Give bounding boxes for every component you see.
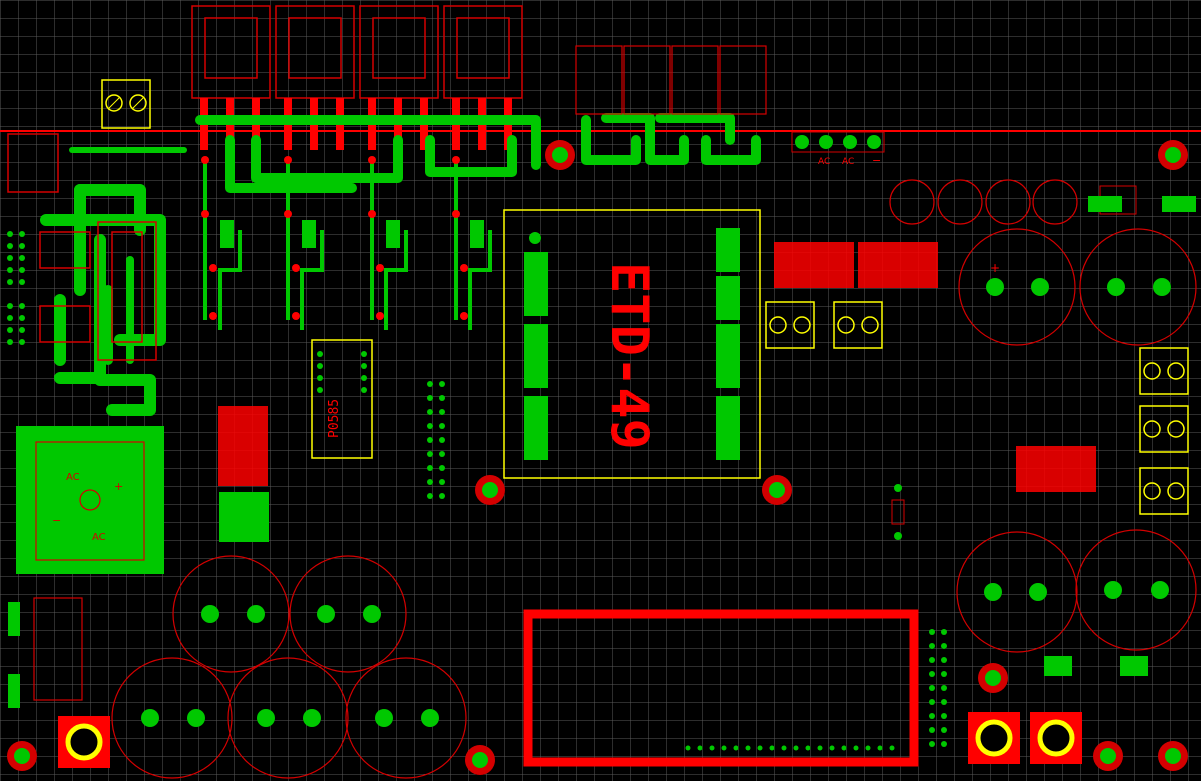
ic-label: P0585 [327, 399, 342, 438]
ac-connector: AC AC [791, 131, 885, 167]
inductors [218, 242, 1096, 492]
gate-driver-columns [201, 156, 492, 330]
mounting-holes [7, 140, 1188, 775]
terminal-block-top-left [101, 79, 151, 129]
ac-label-2: AC [842, 157, 854, 167]
display-window [523, 609, 919, 767]
etd49-transformer: ETD-49 [503, 209, 761, 479]
minus-label-2: − [872, 154, 881, 167]
copper-pad [219, 492, 269, 542]
resistors-right [891, 185, 1196, 676]
fuse [8, 597, 83, 708]
transformer-label: ETD-49 [599, 262, 659, 450]
left-pin-header [7, 231, 25, 345]
driver-section [7, 133, 157, 361]
terminal-blocks [765, 301, 1189, 515]
bridge-rectifier: AC AC − + [16, 426, 164, 574]
electrolytic-capacitors [111, 228, 1197, 779]
plus-label-1: + [114, 480, 123, 493]
small-capacitors [889, 179, 1078, 225]
minus-label-1: − [52, 514, 61, 527]
bottom-copper-traces [40, 113, 761, 416]
ac-label-3: AC [66, 472, 80, 483]
plus-label-2: + [990, 261, 1000, 275]
ac-label-1: AC [818, 157, 830, 167]
pin-headers [427, 381, 947, 747]
output-connectors [58, 712, 1082, 768]
regulators [575, 45, 767, 115]
display-connector [685, 745, 895, 751]
ac-label-4: AC [92, 532, 106, 543]
ic-p0585: P0585 [311, 339, 373, 459]
